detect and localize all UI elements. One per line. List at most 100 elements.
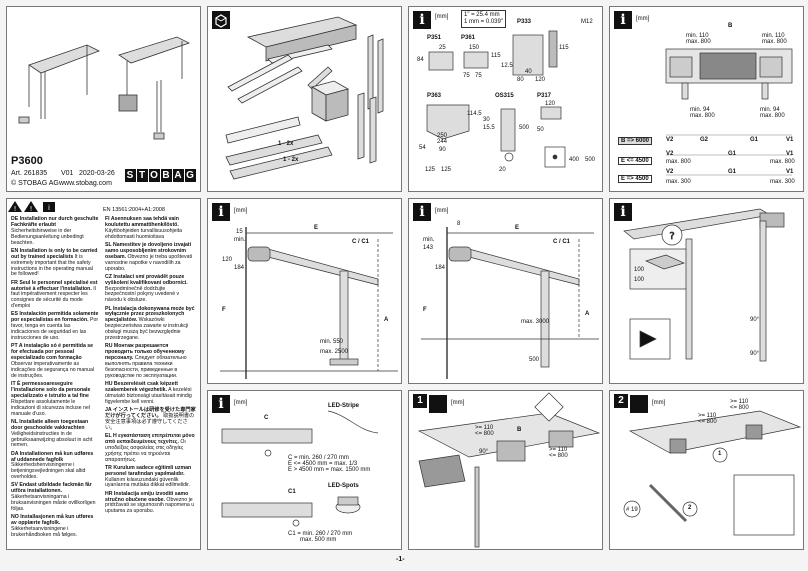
unit-label: [mm] xyxy=(435,14,449,20)
info-icon: i xyxy=(212,395,230,413)
dim: 80 xyxy=(517,77,524,83)
safety-item: TR Kurulum sadece eğitimli uzman persone… xyxy=(105,464,192,489)
safety-item: ES Instalación permitida solamente por e… xyxy=(11,311,99,342)
copyright: © STOBAG AG xyxy=(11,180,59,187)
dim-f: F xyxy=(222,307,226,313)
dim: 25 xyxy=(439,45,446,51)
dim-min: min. xyxy=(234,237,246,243)
safety-item: SV Endast utbildade fackmän får utföra i… xyxy=(11,482,96,513)
date: 2020-03-26 xyxy=(79,170,115,177)
svg-text:?: ? xyxy=(669,231,674,242)
dim-b: B xyxy=(517,427,522,433)
wrench-size: # 19 xyxy=(626,507,638,513)
dim: 15.5 xyxy=(483,125,495,131)
dim-ge110: >= 110 xyxy=(698,413,717,419)
row1-label: G1 xyxy=(750,137,759,143)
cover-panel: P3600 Art. 261835 V01 2020-03-26 © STOBA… xyxy=(6,6,201,192)
dim-max3000: max. 3000 xyxy=(521,319,550,325)
angle-2: 90° xyxy=(750,351,760,357)
dim-e: E xyxy=(314,225,319,231)
dim: 120 xyxy=(535,77,546,83)
profile-p317: P317 xyxy=(537,93,552,99)
row2-label: G1 xyxy=(728,151,737,157)
row3-left: max. 300 xyxy=(666,179,691,185)
dim: 115 xyxy=(559,45,569,51)
row2-left: max. 800 xyxy=(666,159,691,165)
dim-184: 184 xyxy=(435,265,446,271)
unit-label: [mm] xyxy=(234,400,248,406)
safety-col-1: DE Installation nur durch geschulte Fach… xyxy=(11,216,99,541)
unit-label: [mm] xyxy=(636,16,650,22)
dim-100a: 100 xyxy=(634,267,645,273)
dim: 54 xyxy=(419,145,426,151)
info-icon: i xyxy=(413,11,431,29)
dim-min: min. xyxy=(423,237,435,243)
safety-panel: ! ! i EN 13561:2004+A1:2008 DE Installat… xyxy=(6,198,201,550)
safety-item: RU Монтаж разрешается проводить только о… xyxy=(105,343,187,379)
row1-label: G2 xyxy=(700,137,709,143)
dim: 84 xyxy=(417,57,424,63)
row3-right: max. 300 xyxy=(770,179,795,185)
profile-p351: P351 xyxy=(427,35,442,41)
safety-item: NL Installatie alleen toegestaan door ge… xyxy=(11,418,93,449)
c-line-1: C = min. 260 / 270 mm xyxy=(288,455,349,461)
parts-qty-2: 1 - 2x xyxy=(283,157,299,163)
dim-min94-right: min. 94 xyxy=(760,107,780,113)
led-drawing xyxy=(221,410,379,527)
dim-f: F xyxy=(423,307,427,313)
step-1-panel: 1 [mm] >= 110 <= 800 B >= 110 <= 800 90° xyxy=(408,390,603,550)
dim: 400 xyxy=(569,157,580,163)
dim-min550: min. 550 xyxy=(320,339,344,345)
side-section-a-drawing xyxy=(220,227,398,379)
svg-text:!: ! xyxy=(30,205,33,213)
article-number: Art. 261835 xyxy=(11,170,48,177)
dim-le800: <= 800 xyxy=(475,431,494,437)
safety-item: PL Instalacja dokonywana może być wyłącz… xyxy=(105,305,195,342)
dim: 12.5 xyxy=(501,63,513,69)
drill-icon xyxy=(429,395,447,413)
safety-item: HR Instalacija smiju izvoditi samo struč… xyxy=(105,490,195,515)
step-2-panel: 2 [mm] >= 110 <= 800 >= 110 <= 800 1 2 #… xyxy=(609,390,804,550)
info-icon: i xyxy=(212,203,230,221)
product-illustration xyxy=(18,36,191,140)
safety-item: CZ Instalaci smí provádět pouze vyškolen… xyxy=(105,273,188,304)
safety-item: DA Installationen må kun udføres af udda… xyxy=(11,450,94,481)
dim-c: C xyxy=(264,415,269,421)
dim-min94-left: min. 94 xyxy=(690,107,710,113)
dim: 90 xyxy=(439,147,446,153)
side-section-b-panel: i [mm] E 8 C / C1 min. 143 184 F A max. … xyxy=(408,198,603,384)
dim: 500 xyxy=(585,157,596,163)
safety-item: DE Installation nur durch geschulte Fach… xyxy=(11,216,99,246)
dim-min110-left: min. 110 xyxy=(686,33,709,39)
dim-c: C / C1 xyxy=(352,239,370,245)
step-number-2: 2 xyxy=(614,394,628,408)
safety-item: EN Installation is only to be carried ou… xyxy=(11,247,98,278)
dim-max800-c: max. 800 xyxy=(690,113,715,119)
step-number-1: 1 xyxy=(413,394,427,408)
dim-min110-right: min. 110 xyxy=(762,33,785,39)
dim: 75 xyxy=(475,73,482,79)
dim-143: 143 xyxy=(423,245,434,251)
dim-e: E xyxy=(515,225,520,231)
unit-label: [mm] xyxy=(435,208,449,214)
profile-p363: P363 xyxy=(427,93,442,99)
row3-label: G1 xyxy=(728,169,737,175)
angle-1: 90° xyxy=(750,317,760,323)
cond-row-3: E => 4500 xyxy=(618,175,652,183)
profile-p333: P333 xyxy=(517,19,532,25)
step-2-drawing xyxy=(623,410,802,536)
dim-ge110: >= 110 xyxy=(475,425,494,431)
cond-row-1: B => 6000 xyxy=(618,137,653,145)
svg-text:!: ! xyxy=(14,205,17,213)
dim: 125 xyxy=(425,167,436,173)
dim-max2500: max. 2500 xyxy=(320,349,349,355)
step-1-drawing xyxy=(417,392,601,548)
c1-line-2: max. 500 mm xyxy=(300,537,337,543)
parts-panel: 1 - 2x 1 - 2x xyxy=(207,6,402,192)
side-section-b-drawing xyxy=(421,227,599,379)
warning-icons: ! ! i xyxy=(8,201,55,213)
profile-p361: P361 xyxy=(461,35,476,41)
dim: 115 xyxy=(491,53,501,59)
unit-label: [mm] xyxy=(234,208,248,214)
